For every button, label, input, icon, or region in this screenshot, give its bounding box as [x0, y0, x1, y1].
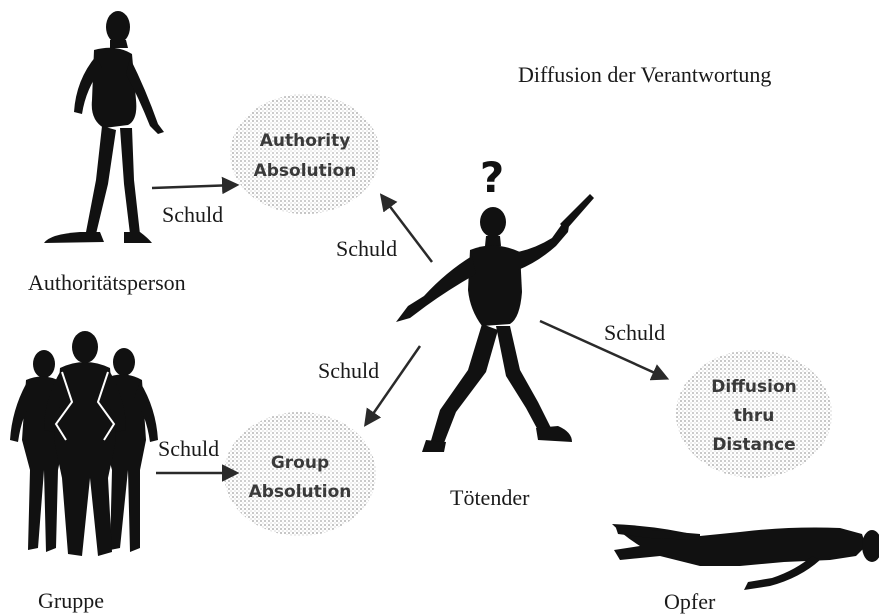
authority-absolution-bubble: Authority Absolution [230, 94, 380, 214]
question-mark-icon: ? [480, 153, 504, 202]
group-absolution-bubble: Group Absolution [224, 412, 376, 536]
group-bubble-line1: Group [271, 453, 329, 473]
authority-figure-icon [44, 11, 164, 243]
authority-bubble-line1: Authority [260, 131, 351, 151]
distance-bubble-line2: thru [734, 406, 775, 426]
distance-diffusion-bubble: Diffusion thru Distance [676, 350, 832, 478]
group-figures-icon [10, 331, 158, 556]
schuld-label-killer-group: Schuld [318, 358, 379, 383]
schuld-label-authority: Schuld [162, 202, 223, 227]
authority-label: Authoritätsperson [28, 270, 186, 295]
schuld-label-killer-authority: Schuld [336, 236, 397, 261]
distance-bubble-line3: Distance [712, 435, 795, 455]
killer-figure-icon [396, 194, 594, 452]
killer-label: Tötender [450, 485, 530, 510]
group-label: Gruppe [38, 588, 104, 613]
diagram-title: Diffusion der Verantwortung [518, 62, 771, 87]
distance-bubble-line1: Diffusion [711, 377, 797, 397]
schuld-label-group: Schuld [158, 436, 219, 461]
arrow-authority-to-bubble [152, 185, 236, 188]
authority-bubble-line2: Absolution [254, 161, 357, 181]
victim-figure-icon [612, 524, 879, 590]
schuld-label-distance: Schuld [604, 320, 665, 345]
victim-label: Opfer [664, 589, 716, 614]
group-bubble-line2: Absolution [249, 482, 352, 502]
